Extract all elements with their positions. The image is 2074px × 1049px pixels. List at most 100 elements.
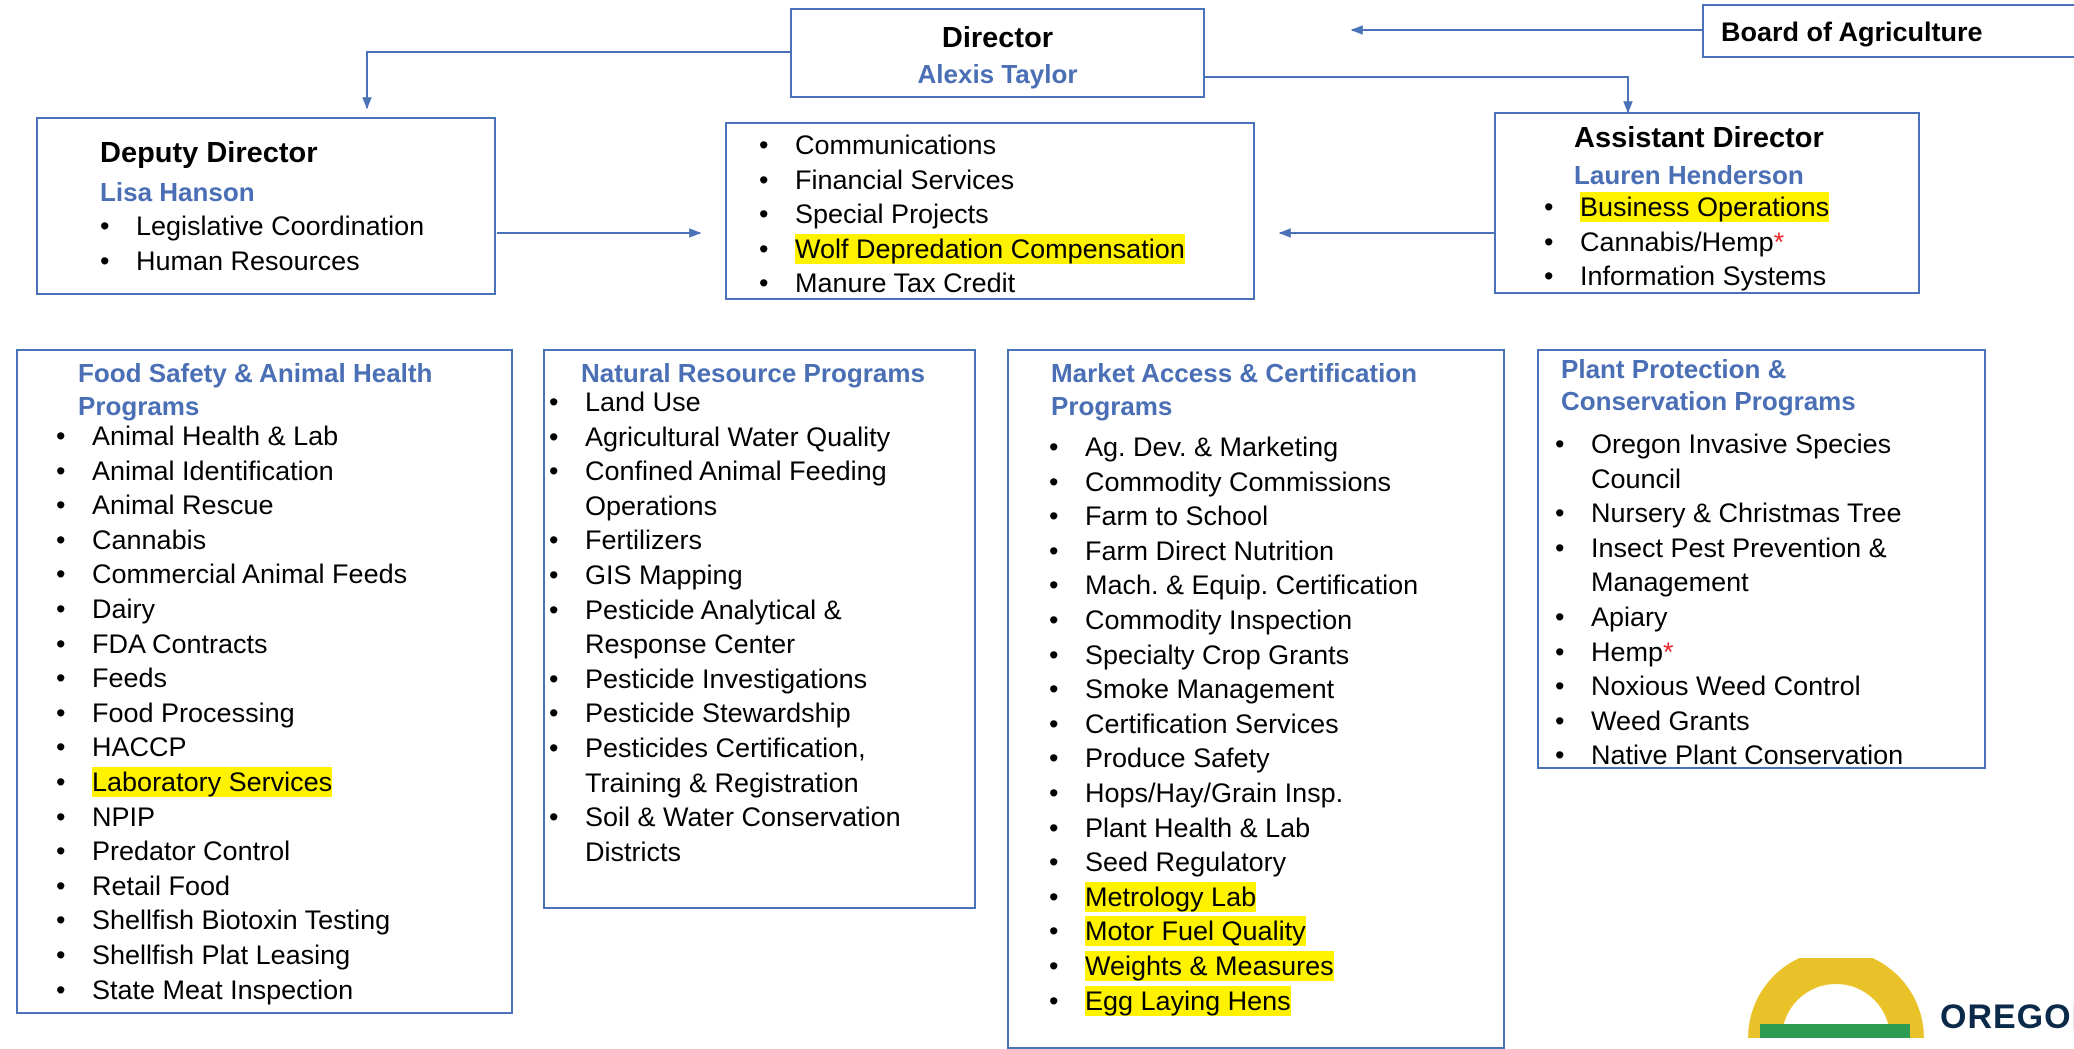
list-item-text: Cannabis (92, 524, 207, 555)
list-item-text: Hemp (1591, 636, 1664, 667)
list-item-text: Pesticide Stewardship (585, 698, 851, 729)
program-list: Oregon Invasive Species CouncilNursery &… (1551, 427, 1951, 773)
list-item: Retail Food (52, 869, 407, 904)
list-item-text: Pesticide Investigations (585, 663, 868, 694)
list-item: Shellfish Biotoxin Testing (52, 903, 407, 938)
deputy-name: Lisa Hanson (100, 177, 255, 207)
program-heading: Market Access & Certification Programs (1051, 358, 1418, 421)
list-item: Laboratory Services (52, 765, 407, 800)
list-item-text: Native Plant Conservation (1591, 740, 1904, 771)
list-item: Native Plant Conservation (1551, 738, 1951, 773)
list-item: Ag. Dev. & Marketing (1045, 430, 1418, 465)
list-item-text: Commodity Commissions (1085, 466, 1392, 497)
list-item-text: Plant Health & Lab (1085, 812, 1311, 843)
list-item: Hemp* (1551, 635, 1951, 670)
list-item-text: Financial Services (795, 164, 1015, 195)
list-item-text: Weed Grants (1591, 705, 1750, 736)
list-item: Financial Services (755, 163, 1185, 198)
list-item-text: Laboratory Services (92, 766, 333, 797)
list-item-text: Confined Animal Feeding Operations (585, 456, 887, 521)
list-item-text: Soil & Water Conservation Districts (585, 802, 901, 867)
director-title: Director (941, 22, 1054, 54)
list-item-text: Motor Fuel Quality (1085, 916, 1306, 947)
deputy-box: Deputy Director Lisa Hanson Legislative … (36, 117, 496, 295)
list-item-text: Cannabis/Hemp (1580, 226, 1774, 257)
list-item: Noxious Weed Control (1551, 669, 1951, 704)
list-item: Specialty Crop Grants (1045, 638, 1418, 673)
list-item: Motor Fuel Quality (1045, 914, 1418, 949)
program-list: Land UseAgricultural Water QualityConfin… (545, 385, 945, 869)
list-item: Food Processing (52, 696, 407, 731)
list-item: Egg Laying Hens (1045, 984, 1418, 1019)
assistant-box: Assistant Director Lauren Henderson Busi… (1494, 112, 1920, 294)
list-item: Smoke Management (1045, 672, 1418, 707)
list-item-text: Manure Tax Credit (795, 268, 1016, 299)
list-item-text: Animal Health & Lab (92, 421, 339, 451)
list-item-text: Fertilizers (585, 525, 703, 556)
list-item-text: FDA Contracts (92, 628, 268, 659)
board-title: Board of Agriculture (1721, 17, 1983, 47)
program-list: Animal Health & LabAnimal Identification… (52, 419, 407, 1007)
program-list: Ag. Dev. & MarketingCommodity Commission… (1045, 430, 1418, 1018)
list-item-text: Communications (795, 130, 997, 160)
list-item: Apiary (1551, 600, 1951, 635)
list-item-text: Retail Food (92, 870, 231, 901)
list-item-text: Feeds (92, 663, 168, 694)
list-item-text: Farm Direct Nutrition (1085, 535, 1335, 566)
program-box-plant-protection: Plant Protection & Conservation Programs… (1537, 349, 1986, 773)
list-item: NPIP (52, 800, 407, 835)
list-item: Pesticide Analytical & Response Center (545, 593, 945, 662)
list-item-text: HACCP (92, 732, 187, 763)
oregon-agriculture-logo (1748, 958, 1924, 1038)
list-item-text: Legislative Coordination (136, 211, 425, 241)
list-item: Farm to School (1045, 499, 1418, 534)
list-item-text: Apiary (1591, 601, 1668, 632)
list-item: Nursery & Christmas Tree (1551, 496, 1951, 531)
director-to-deputy-arrow (362, 51, 790, 110)
program-heading: Plant Protection & Conservation Programs (1561, 354, 1856, 416)
program-box-market-access: Market Access & Certification Programs A… (1007, 349, 1505, 1049)
list-item-text: Animal Rescue (92, 490, 274, 521)
list-item-text: Wolf Depredation Compensation (795, 233, 1185, 264)
list-item-text: Seed Regulatory (1085, 847, 1287, 878)
list-item: Agricultural Water Quality (545, 420, 945, 455)
list-item-text: Commercial Animal Feeds (92, 559, 408, 590)
list-item: Predator Control (52, 834, 407, 869)
list-item-text: Egg Laying Hens (1085, 985, 1291, 1016)
list-item-text: Insect Pest Prevention & Management (1591, 532, 1887, 598)
list-item: Seed Regulatory (1045, 845, 1418, 880)
list-item: Confined Animal Feeding Operations (545, 454, 945, 523)
list-item: Metrology Lab (1045, 880, 1418, 915)
assistant-name: Lauren Henderson (1574, 160, 1804, 190)
list-item: Wolf Depredation Compensation (755, 232, 1185, 267)
list-item: Produce Safety (1045, 741, 1418, 776)
list-item: Commercial Animal Feeds (52, 557, 407, 592)
list-item: Land Use (545, 385, 945, 420)
list-item: State Meat Inspection (52, 973, 407, 1008)
list-item: Commodity Inspection (1045, 603, 1418, 638)
list-item: Shellfish Plat Leasing (52, 938, 407, 973)
list-item-text: Commodity Inspection (1085, 604, 1353, 635)
list-item-text: Certification Services (1085, 708, 1339, 739)
list-item: FDA Contracts (52, 627, 407, 662)
list-item: Business Operations (1540, 190, 1830, 225)
list-item: Mach. & Equip. Certification (1045, 568, 1418, 603)
list-item: Human Resources (96, 244, 424, 279)
list-item-text: Business Operations (1580, 192, 1830, 222)
list-item: Plant Health & Lab (1045, 811, 1418, 846)
asterisk-marker: * (1773, 226, 1785, 257)
deputy-list: Legislative CoordinationHuman Resources (96, 209, 424, 278)
director-box: Director Alexis Taylor (790, 8, 1205, 98)
list-item-text: Food Processing (92, 697, 295, 728)
list-item-text: Pesticides Certification, Training & Reg… (585, 732, 866, 798)
list-item: Weights & Measures (1045, 949, 1418, 984)
list-item-text: Shellfish Biotoxin Testing (92, 905, 391, 936)
list-item-text: Pesticide Analytical & Response Center (585, 594, 842, 660)
list-item-text: Shellfish Plat Leasing (92, 939, 351, 970)
list-item-text: Specialty Crop Grants (1085, 639, 1350, 670)
list-item: Feeds (52, 661, 407, 696)
list-item-text: Oregon Invasive Species Council (1591, 429, 1892, 494)
list-item-text: Animal Identification (92, 455, 334, 486)
list-item: GIS Mapping (545, 558, 945, 593)
